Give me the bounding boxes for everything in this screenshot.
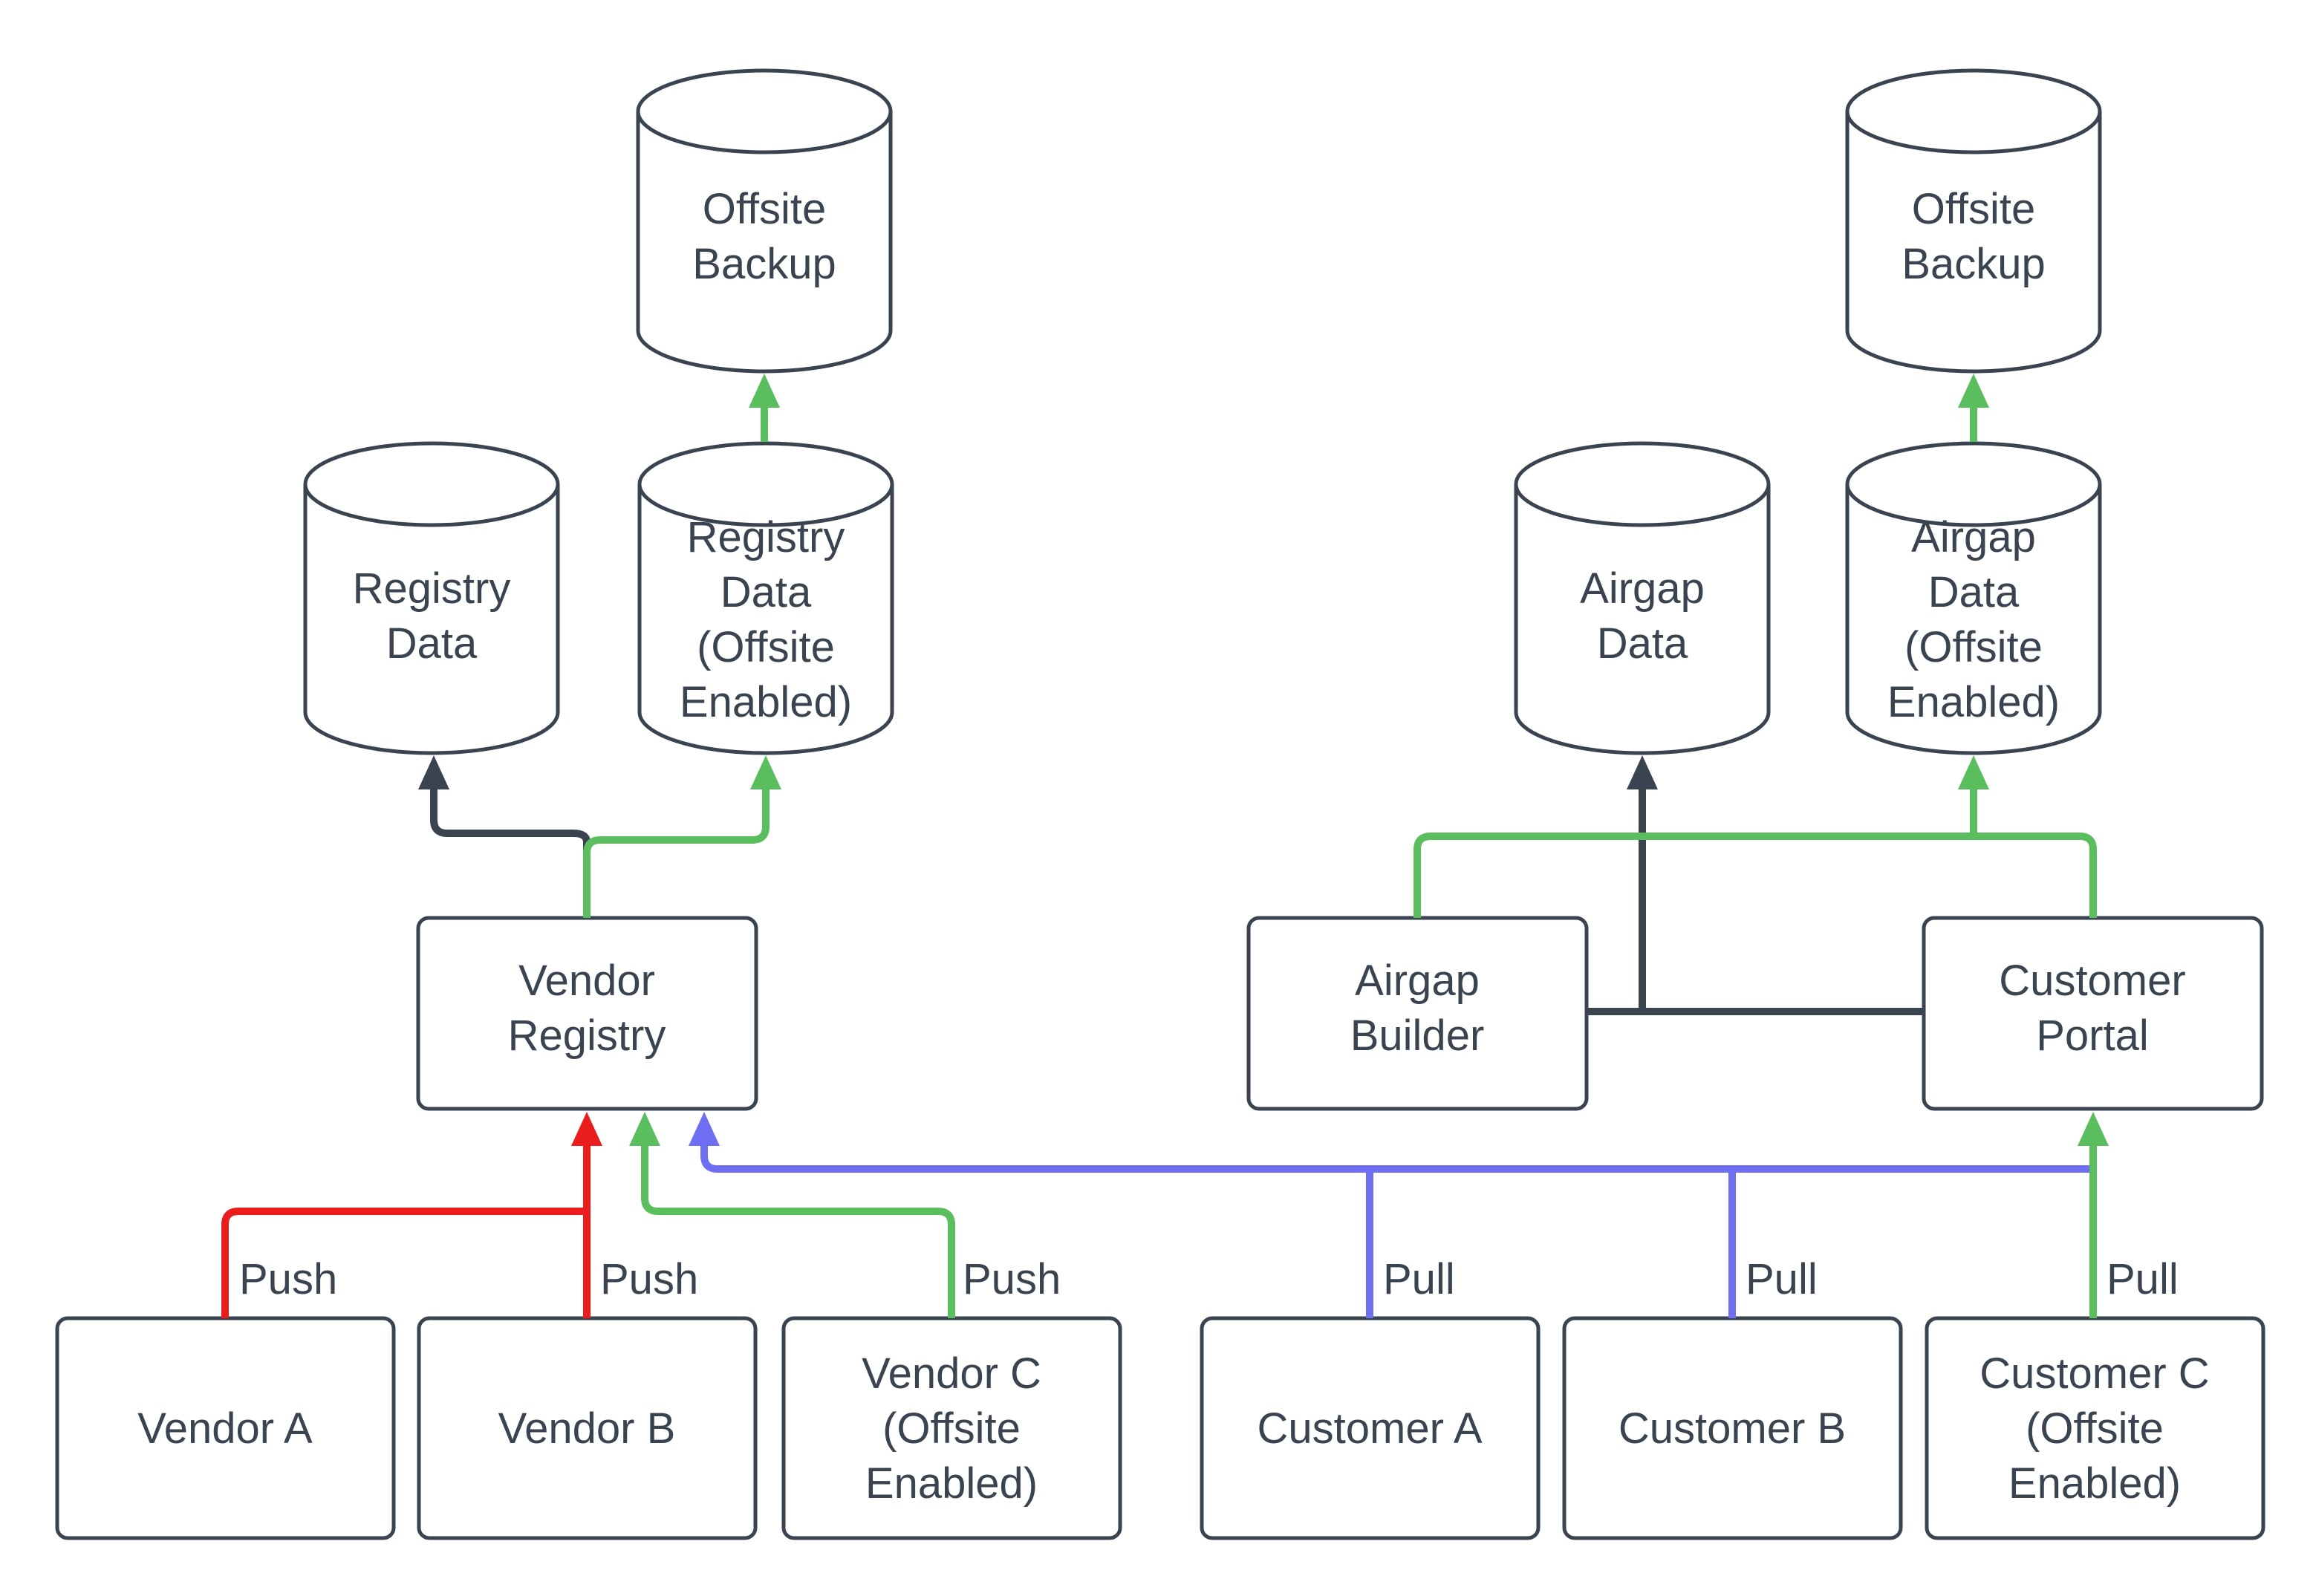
cylinder-body [1845,111,2102,374]
label-line: Offsite [703,185,827,233]
label-line: Vendor A [137,1404,313,1453]
node-airgap-data-offsite [1845,441,2102,755]
label-line: (Offsite [2026,1404,2164,1453]
cylinder-top [303,441,560,527]
label-line: Vendor [518,957,655,1005]
cylinder-top [637,441,894,527]
label-line: Data [1597,619,1688,668]
label-line: Enabled) [2008,1459,2181,1508]
label-line: Enabled) [865,1459,1038,1508]
label-line: Portal [2036,1012,2149,1060]
label-line: Vendor C [862,1349,1041,1398]
cylinder-body [1845,484,2102,755]
shapes [55,68,2265,1540]
cylinder-body [303,484,560,755]
cylinder-body [636,111,893,374]
cylinder-top [1514,441,1771,527]
node-registry-data [303,441,560,755]
edge-vendor-registry-to-registry-data-offsite [583,787,770,918]
label-line: Data [720,568,812,616]
label-line: Vendor B [498,1404,676,1453]
cylinder-body [1514,484,1771,755]
edge-vendor-c-push [641,1142,955,1318]
label-line: Customer C [1979,1349,2209,1398]
edge-label-pull-customer-a: Pull [1383,1255,1455,1303]
edge-airgap-builder-portal-green [1414,833,2097,918]
label-line: Backup [692,240,836,288]
edge-label-push-vendor-a: Push [239,1255,337,1303]
arrowhead-pull-blue [689,1112,720,1146]
edge-label-push-vendor-c: Push [963,1255,1061,1303]
label-customer-a: Customer A [1258,1404,1483,1453]
label-line: Customer A [1258,1404,1483,1453]
cylinder-top [1845,68,2102,154]
label-line: Enabled) [680,678,852,726]
label-line: Data [1928,568,2020,616]
arrowhead-airgap-data [1627,755,1658,789]
arrowhead-registry-data-offsite [750,755,781,789]
label-line: Registry [687,513,845,561]
arrowhead-airgap-data-offsite [1958,755,1989,789]
arrowhead-registry-data [418,755,449,789]
label-line: Airgap [1580,564,1705,613]
label-line: Registry [353,564,511,613]
cylinder-top [1845,441,2102,527]
arrowhead-offsite-backup-left [749,374,780,408]
label-line: (Offsite [882,1404,1021,1453]
label-line: Customer [1999,957,2185,1005]
edge-label-pull-customer-b: Pull [1746,1255,1818,1303]
node-offsite-backup-right [1845,68,2102,374]
cylinder-body [637,484,894,755]
edges [221,408,2097,1318]
arrowheads [418,374,2109,1146]
label-line: (Offsite [697,623,835,671]
label-line: Builder [1350,1012,1485,1060]
label-line: Offsite [1912,185,2036,233]
label-line: Enabled) [1887,678,2060,726]
arrowhead-push-green [629,1112,660,1146]
arrowhead-push-red [571,1112,602,1146]
edge-vendor-a-push [221,1208,587,1318]
node-airgap-data [1514,441,1771,755]
edge-label-push-vendor-b: Push [600,1255,698,1303]
arrowhead-pull-customer-c [2078,1112,2109,1146]
label-line: Customer B [1619,1404,1846,1453]
label-line: Backup [1902,240,2045,288]
edge-vendor-registry-to-registry-data [430,787,591,854]
edge-label-pull-customer-c: Pull [2107,1255,2179,1303]
edge-customers-pull-trunk [700,1142,2093,1173]
label-line: Registry [508,1012,666,1060]
label-customer-b: Customer B [1619,1404,1846,1453]
label-line: Data [386,619,478,668]
label-vendor-b: Vendor B [498,1404,676,1453]
label-line: (Offsite [1904,623,2043,671]
node-registry-data-offsite [637,441,894,755]
node-offsite-backup-left [636,68,893,374]
cylinder-top [636,68,893,154]
label-vendor-a: Vendor A [137,1404,313,1453]
arrowhead-offsite-backup-right [1958,374,1989,408]
label-line: Airgap [1355,957,1480,1005]
label-line: Airgap [1911,513,2036,561]
